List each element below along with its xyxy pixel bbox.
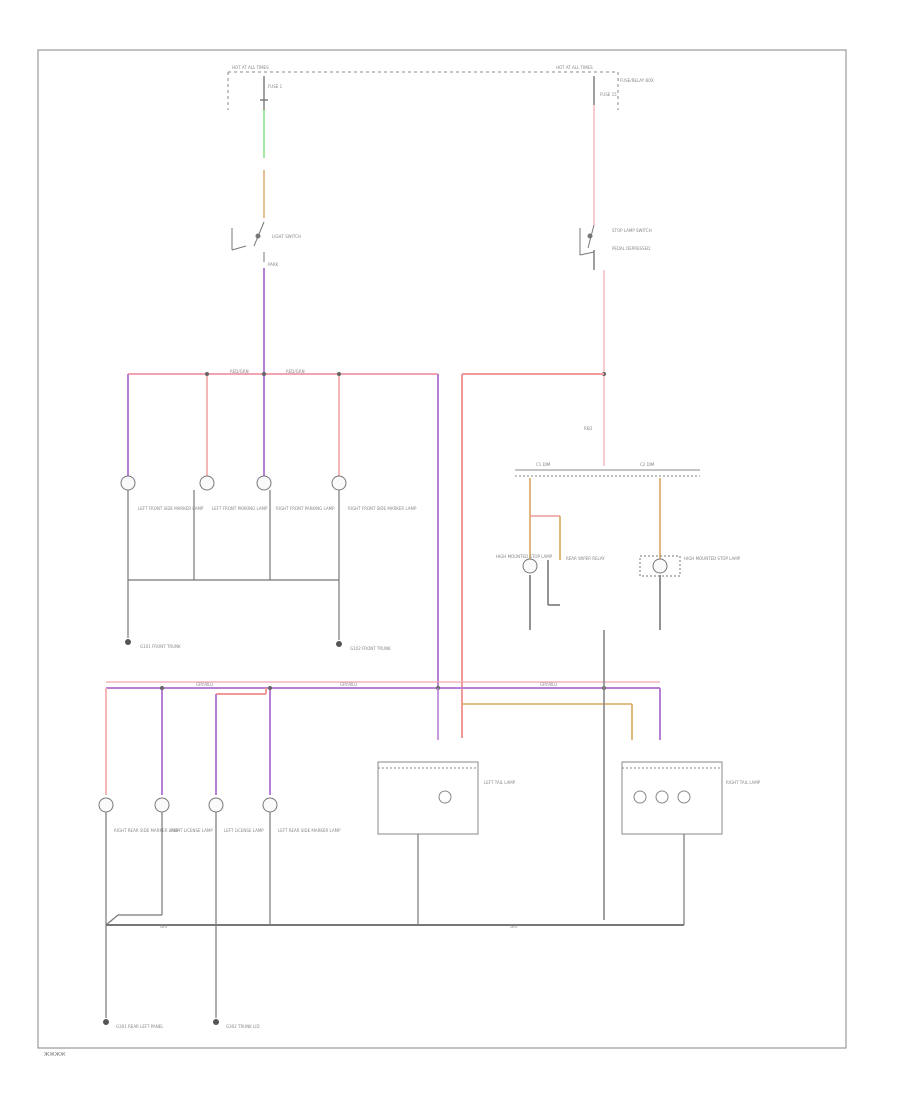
wire-code-6: RED — [584, 426, 592, 431]
wire-code-8: GRY — [510, 924, 519, 929]
lower-bus-splices — [160, 686, 606, 690]
upper-ground-bus — [127, 490, 340, 640]
stop-switch-note: PEDAL DEPRESSED — [612, 246, 650, 251]
rf-side-marker-lamp-icon — [331, 475, 347, 491]
brake-lamp-label-3: HIGH MOUNTED STOP LAMP — [684, 556, 741, 561]
light-switch-label: LIGHT SWITCH — [272, 234, 301, 239]
left-feed-wire — [260, 76, 268, 218]
upper-lamp-label-2: LEFT FRONT PARKING LAMP — [212, 506, 268, 511]
upper-ground-2: G102 FRONT TRUNK — [350, 646, 391, 651]
brake-connector-left: C1 DIM — [536, 462, 551, 467]
upper-lamp-row — [120, 475, 347, 491]
upper-lamp-label-4: RIGHT FRONT SIDE MARKER LAMP — [348, 506, 417, 511]
lower-ground-bus — [105, 812, 685, 1018]
stop-switch-label: STOP LAMP SWITCH — [612, 228, 652, 233]
r-license-lamp-icon — [154, 797, 170, 813]
light-switch-pos: PARK — [268, 262, 279, 267]
upper-lamp-label-3: RIGHT FRONT PARKING LAMP — [276, 506, 335, 511]
rr-side-marker-lamp-icon — [98, 797, 114, 813]
right-fuse-note: FUSE/RELAY BOX — [620, 78, 654, 83]
left-header-label: HOT AT ALL TIMES — [232, 65, 269, 70]
tail-lamp-assemblies — [377, 761, 723, 835]
upper-lamp-label-1: LEFT FRONT SIDE MARKER LAMP — [138, 506, 204, 511]
brake-lamp-label-1: HIGH MOUNTED STOP LAMP — [496, 554, 553, 559]
upper-ground-1: G101 FRONT TRUNK — [140, 644, 181, 649]
tail-feed-wires — [437, 630, 633, 920]
stop-lamp-switch — [579, 224, 595, 256]
lower-ground-1: G301 REAR LEFT PANEL — [116, 1024, 164, 1029]
wire-code-tags: RED/GRN RED/GRN GRY/BLU GRY/BLU GRY/BLU … — [160, 369, 592, 929]
stop-feed-wire — [461, 373, 604, 738]
lf-parking-lamp-icon — [199, 475, 215, 491]
lower-lamp-label-3: LEFT LICENSE LAMP — [224, 828, 264, 833]
wire-code-4: GRY/BLU — [340, 682, 357, 687]
brake-group-lamps — [522, 555, 681, 577]
tail-assembly-label-2: RIGHT TAIL LAMP — [726, 780, 761, 785]
lower-ground-2: G302 TRUNK LID — [226, 1024, 260, 1029]
lf-side-marker-lamp-icon — [120, 475, 136, 491]
top-fuse-box-lines — [227, 71, 619, 110]
tail-assembly-label-1: LEFT TAIL LAMP — [484, 780, 516, 785]
ground-g302-icon — [213, 1019, 219, 1025]
wire-code-3: GRY/BLU — [196, 682, 213, 687]
lower-lamp-label-2: RIGHT LICENSE LAMP — [170, 828, 213, 833]
wire-code-2: RED/GRN — [286, 369, 305, 374]
brake-lamp-label-2: REAR WIPER RELAY — [566, 556, 605, 561]
right-fuse-label: FUSE 15 — [600, 92, 617, 97]
wire-code-1: RED/GRN — [230, 369, 249, 374]
left-fuse-label: FUSE 1 — [268, 84, 283, 89]
wire-code-7: GRY — [160, 924, 169, 929]
upper-bus — [127, 373, 439, 690]
lower-lamp-label-4: LEFT REAR SIDE MARKER LAMP — [278, 828, 341, 833]
l-license-lamp-icon — [208, 797, 224, 813]
lr-side-marker-lamp-icon — [262, 797, 278, 813]
right-feed-wire — [593, 76, 605, 466]
wire-code-5: GRY/BLU — [540, 682, 557, 687]
lower-lamp-label-1: RIGHT REAR SIDE MARKER LAMP — [114, 828, 180, 833]
brake-group-box — [515, 469, 700, 477]
rf-parking-lamp-icon — [256, 475, 272, 491]
diagram-frame — [37, 49, 847, 1049]
brake-connector-right: C2 DIM — [640, 462, 655, 467]
ground-g301-icon — [103, 1019, 109, 1025]
lower-bus — [105, 681, 661, 795]
ground-g101-icon — [125, 639, 131, 645]
lower-lamp-row — [98, 797, 278, 813]
light-switch — [231, 221, 265, 262]
ground-g102-icon — [336, 641, 342, 647]
brake-group-wires — [529, 478, 661, 630]
right-header-label: HOT AT ALL TIMES — [556, 65, 593, 70]
page-code: ЖЖЖЖ — [44, 1052, 66, 1058]
